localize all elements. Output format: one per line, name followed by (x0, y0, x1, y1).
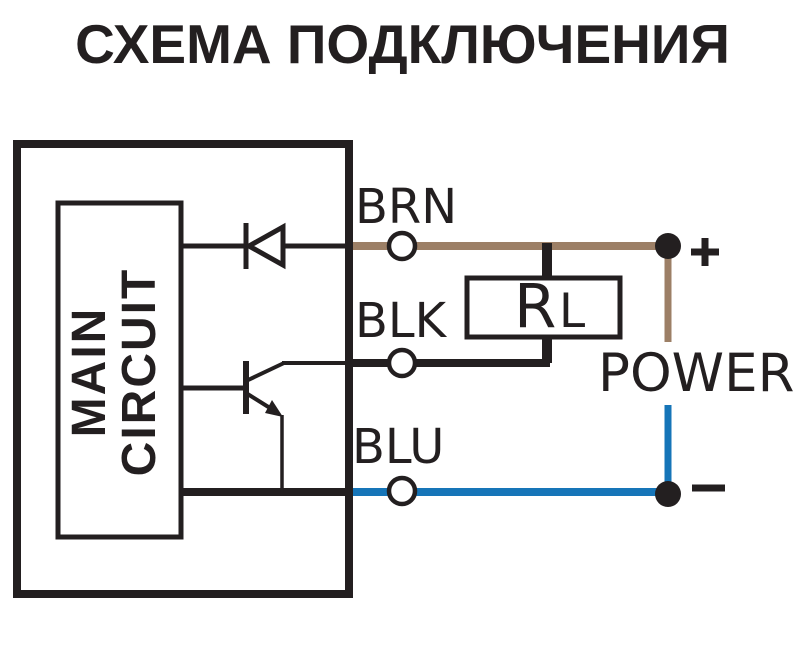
minus-terminal-dot (655, 481, 681, 507)
load-resistor-box (464, 275, 623, 340)
main-circuit-box (55, 200, 184, 540)
power-terminals (655, 233, 725, 507)
diode-icon (243, 222, 286, 270)
plus-terminal-dot (655, 233, 681, 259)
diagram-title: СХЕМА ПОДКЛЮЧЕНИЯ (75, 13, 730, 75)
internal-wiring (181, 243, 353, 496)
brn-label: BRN (355, 179, 457, 235)
load-branch: R L (464, 243, 623, 363)
blk-label: BLK (355, 293, 448, 349)
wire-connectors (386, 230, 418, 507)
power-label: POWER (598, 343, 794, 404)
diode-triangle (243, 222, 286, 270)
transistor-emitter-arrow (265, 400, 283, 417)
brn-connector-circle (386, 230, 418, 262)
wire-labels: BRN BLK BLU POWER (352, 179, 794, 475)
transistor-emitter-diagonal (244, 391, 272, 410)
blu-connector-circle (386, 475, 418, 507)
main-circuit-block: MAIN CIRCUIT (55, 200, 184, 540)
load-label-l: L (559, 284, 585, 339)
sensor-housing-box (13, 140, 353, 598)
plus-sign-icon (691, 238, 719, 266)
blu-label: BLU (352, 419, 444, 475)
load-label-r: R (514, 271, 556, 342)
main-circuit-label-line1: MAIN (63, 307, 116, 438)
transistor-collector-diagonal (245, 361, 285, 383)
blk-connector-circle (386, 347, 418, 379)
transistor-icon (243, 361, 351, 492)
main-circuit-label-line2: CIRCUIT (113, 268, 166, 477)
